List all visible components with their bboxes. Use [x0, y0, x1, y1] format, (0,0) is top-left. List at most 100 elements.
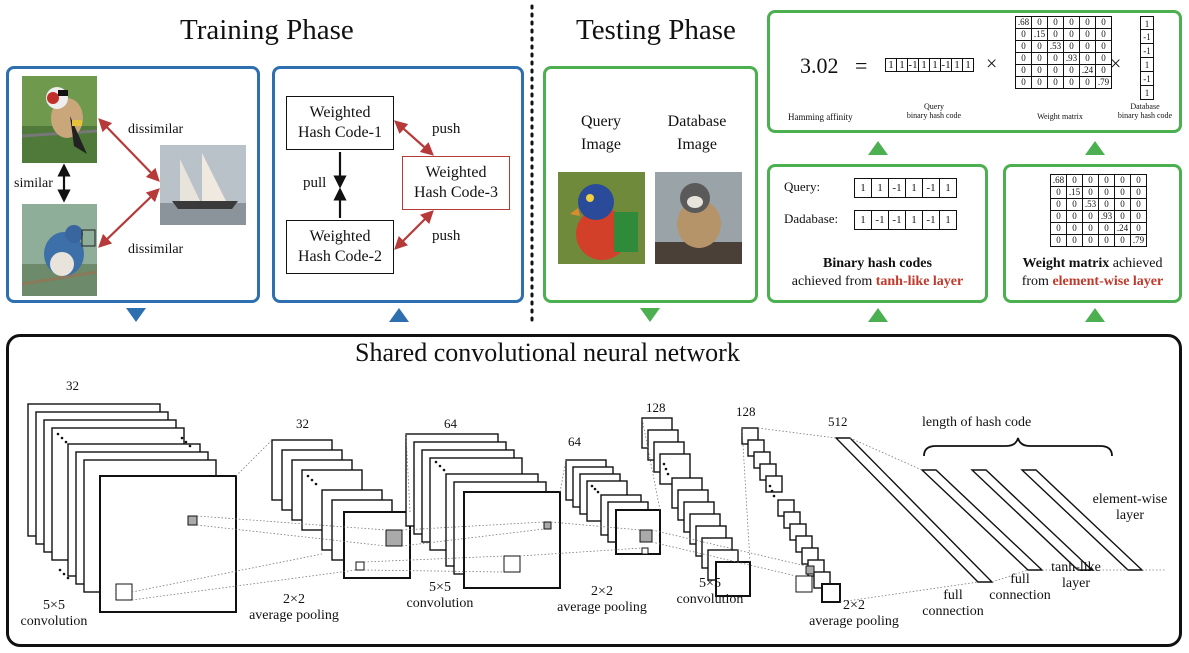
n5-label: 128: [646, 400, 666, 415]
matrix-cell: 0: [1066, 234, 1083, 247]
bit-cell: -1: [922, 178, 940, 198]
binary-codes-panel: [767, 164, 988, 303]
caption-hamming: Hamming affinity: [788, 112, 853, 122]
matrix-cell: .53: [1047, 40, 1064, 53]
pool1-label: 2×2 average pooling: [249, 592, 339, 623]
pool2-label: 2×2 average pooling: [557, 584, 647, 615]
weight-caption-line2: from element-wise layer: [1005, 274, 1180, 290]
bit-cell: 1: [962, 58, 974, 72]
matrix-cell: 0: [1114, 198, 1131, 211]
up-arrow-affinity-left: [868, 141, 888, 155]
down-arrow-training-images: [126, 308, 146, 322]
matrix-cell: 0: [1098, 186, 1115, 199]
weight-matrix-panel: [1003, 164, 1182, 303]
matrix-cell: 0: [1047, 76, 1064, 89]
matrix-cell: 0: [1015, 52, 1032, 65]
training-images-arrows: [57, 118, 160, 248]
matrix-cell: .79: [1130, 234, 1147, 247]
matrix-cell: 0: [1098, 222, 1115, 235]
matrix-cell: 0: [1050, 198, 1067, 211]
matrix-cell: .93: [1098, 210, 1115, 223]
matrix-cell: 0: [1047, 28, 1064, 41]
matrix-cell: 0: [1066, 198, 1083, 211]
matrix-cell: 0: [1047, 64, 1064, 77]
times-sign-1: ×: [986, 53, 998, 75]
matrix-cell: 0: [1050, 186, 1067, 199]
matrix-cell: 0: [1015, 28, 1032, 41]
pool3-label: 2×2 average pooling: [809, 598, 899, 629]
testing-panel: [543, 66, 758, 303]
conv2-label: 5×5 convolution: [406, 580, 474, 611]
bit-cell: 1: [905, 210, 923, 230]
up-arrow-affinity-right: [1085, 141, 1105, 155]
up-arrow-training-hashcodes: [389, 308, 409, 322]
matrix-cell: .93: [1063, 52, 1080, 65]
matrix-cell: 0: [1066, 222, 1083, 235]
n7-label: 512: [828, 414, 848, 429]
push-label-bottom: push: [432, 228, 461, 244]
binary-caption-bold: Binary hash codes: [823, 256, 932, 271]
matrix-cell: 0: [1031, 40, 1048, 53]
db-bit: -1: [1140, 30, 1154, 44]
caption-weight-matrix: Weight matrix: [1037, 112, 1083, 121]
matrix-cell: 0: [1098, 234, 1115, 247]
weight-caption-bold: Weight matrix: [1022, 256, 1110, 271]
conv1-label: 5×5 convolution: [20, 598, 88, 629]
equals-sign: =: [855, 53, 868, 78]
up-arrow-weight-matrix: [1085, 308, 1105, 322]
db-bit: 1: [1140, 58, 1154, 72]
matrix-cell: 0: [1095, 64, 1112, 77]
bit-cell: -1: [888, 210, 906, 230]
affinity-query-bits: 1 1 -1 1 1 -1 1 1: [885, 58, 974, 72]
binary-database-label: Dadabase:: [784, 211, 839, 226]
affinity-database-bits: 1 -1 -1 1 -1 1: [1140, 16, 1154, 100]
pull-label: pull: [303, 175, 327, 191]
matrix-cell: 0: [1082, 186, 1099, 199]
matrix-cell: 0: [1050, 210, 1067, 223]
matrix-cell: 0: [1079, 16, 1096, 29]
matrix-cell: 0: [1031, 16, 1048, 29]
matrix-cell: 0: [1079, 76, 1096, 89]
db-bit: 1: [1140, 16, 1154, 30]
matrix-cell: 0: [1066, 174, 1083, 187]
hashcode-arrows: [333, 120, 434, 250]
db-bit: 1: [1140, 86, 1154, 100]
matrix-cell: 0: [1082, 210, 1099, 223]
hash-length-label: length of hash code: [922, 415, 1032, 430]
db-bit: -1: [1140, 44, 1154, 58]
matrix-cell: 0: [1082, 222, 1099, 235]
binary-caption-plain: achieved from: [791, 274, 876, 289]
hash-code-2-node: Weighted Hash Code-2: [286, 220, 394, 274]
affinity-panel: [767, 10, 1182, 133]
down-arrow-testing: [640, 308, 660, 322]
training-phase-title: Training Phase: [180, 14, 354, 46]
matrix-cell: 0: [1050, 234, 1067, 247]
query-image-label: Query Image: [581, 113, 621, 153]
matrix-cell: 0: [1063, 76, 1080, 89]
matrix-cell: .53: [1082, 198, 1099, 211]
n3-label: 64: [444, 416, 457, 431]
cnn-architecture: [27, 403, 1166, 613]
matrix-cell: 0: [1063, 40, 1080, 53]
database-bird-image: [655, 172, 742, 264]
matrix-cell: 0: [1114, 210, 1131, 223]
matrix-cell: 0: [1031, 76, 1048, 89]
full-connection-1-label: full connection: [922, 588, 984, 619]
affinity-value: 3.02: [800, 53, 839, 78]
matrix-cell: 0: [1114, 174, 1131, 187]
matrix-cell: 0: [1047, 16, 1064, 29]
matrix-cell: .68: [1015, 16, 1032, 29]
bit-cell: 1: [939, 178, 957, 198]
bit-cell: -1: [888, 178, 906, 198]
times-sign-2: ×: [1110, 53, 1122, 75]
bit-cell: -1: [871, 210, 889, 230]
matrix-cell: 0: [1095, 16, 1112, 29]
n4-label: 64: [568, 434, 581, 449]
matrix-cell: .68: [1050, 174, 1067, 187]
